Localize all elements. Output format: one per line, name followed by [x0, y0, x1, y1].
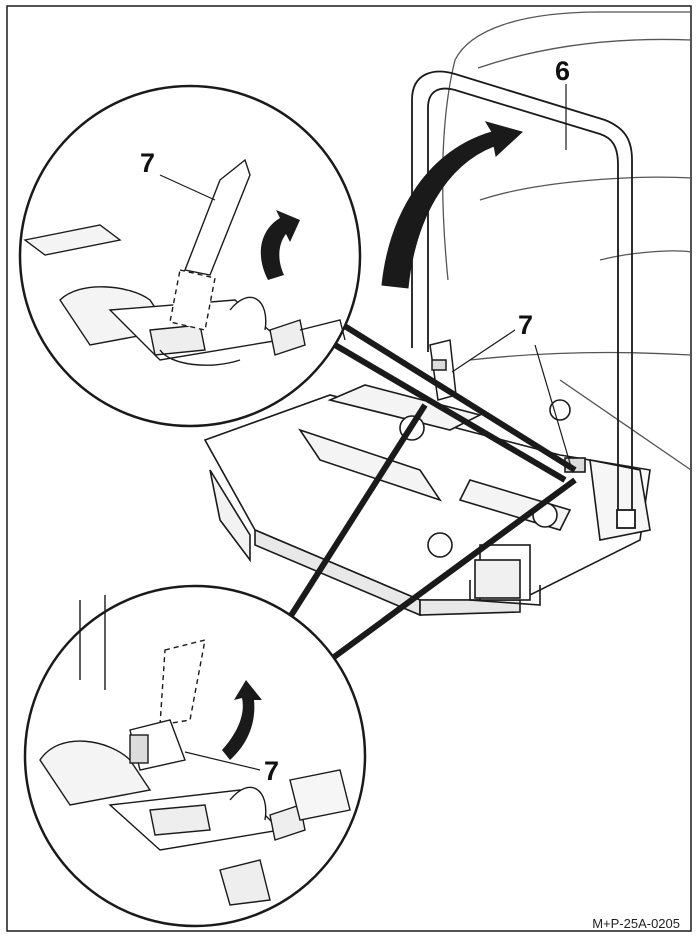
frame-bow — [411, 70, 636, 529]
down-arrow-icon — [222, 680, 262, 760]
bottom-detail-circle — [23, 584, 367, 928]
callout-7-bottom: 7 — [264, 756, 280, 786]
callout-7-top: 7 — [140, 148, 156, 178]
detail-connector-lines — [282, 322, 577, 663]
reference-code: M+P-25A-0205 — [592, 916, 680, 931]
up-arrow-icon — [260, 210, 300, 280]
border — [6, 5, 692, 932]
bike-carrier-platform — [203, 384, 651, 617]
top-detail-circle — [18, 84, 362, 428]
callout-7-main: 7 — [518, 310, 534, 340]
leader-lines — [451, 84, 573, 471]
vehicle-rear-outline — [442, 11, 692, 471]
callout-6: 6 — [555, 56, 571, 86]
tilt-up-arrow — [381, 121, 523, 289]
